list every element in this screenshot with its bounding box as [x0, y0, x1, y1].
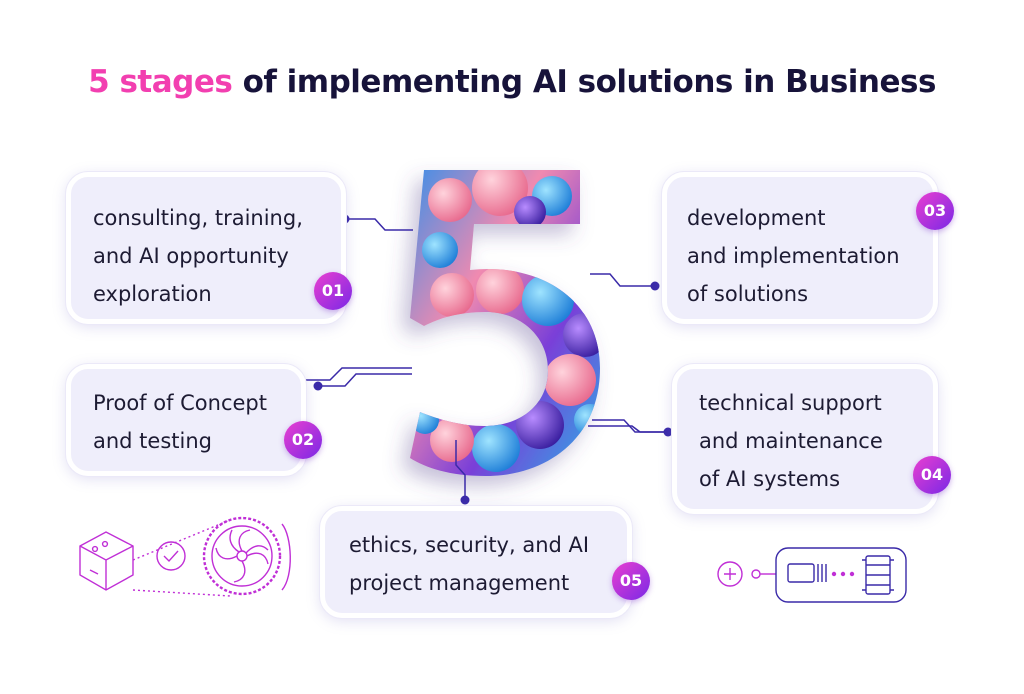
connector-lines — [300, 218, 668, 500]
title-accent: 5 stages — [88, 64, 233, 100]
process-illustration-right — [717, 547, 907, 603]
stage-text-05: ethics, security, and AI project managem… — [349, 533, 590, 595]
belt-top — [132, 519, 231, 561]
stage-card-03: development and implementation of soluti… — [662, 172, 938, 324]
check-circle-icon — [156, 541, 186, 571]
stage-card-04: technical support and maintenance of AI … — [672, 364, 938, 514]
stage-badge-02: 02 — [284, 421, 322, 459]
connector-05 — [455, 440, 466, 500]
connector-01 — [345, 218, 413, 231]
process-illustration-left — [79, 516, 291, 597]
plus-circle-icon — [717, 561, 743, 587]
stage-text-02: Proof of Concept and testing — [93, 391, 267, 453]
stage-badge-01: 01 — [314, 272, 352, 310]
title-rest: of implementing AI solutions in Business — [242, 64, 937, 100]
numeral-five-bubbles — [411, 170, 600, 472]
stage-card-05: ethics, security, and AI project managem… — [320, 506, 632, 618]
server-rack-icon — [862, 555, 894, 595]
belt-bottom — [132, 589, 231, 597]
stage-badge-03: 03 — [916, 192, 954, 230]
cube-icon — [79, 531, 134, 591]
fan-icon — [202, 516, 282, 596]
page-title: 5 stages of implementing AI solutions in… — [0, 64, 1024, 100]
stage-card-01: consulting, training, and AI opportunity… — [66, 172, 346, 324]
connector-04b — [588, 425, 668, 433]
stage-badge-04: 04 — [913, 456, 951, 494]
stage-badge-05: 05 — [612, 562, 650, 600]
stage-text-03: development and implementation of soluti… — [687, 206, 900, 306]
stage-text-04: technical support and maintenance of AI … — [699, 391, 883, 491]
connector-03 — [590, 273, 655, 287]
stage-text-01: consulting, training, and AI opportunity… — [93, 206, 303, 306]
connector-02b — [318, 373, 412, 387]
stage-card-02: Proof of Concept and testing — [66, 364, 306, 476]
connector-02a — [300, 367, 412, 381]
